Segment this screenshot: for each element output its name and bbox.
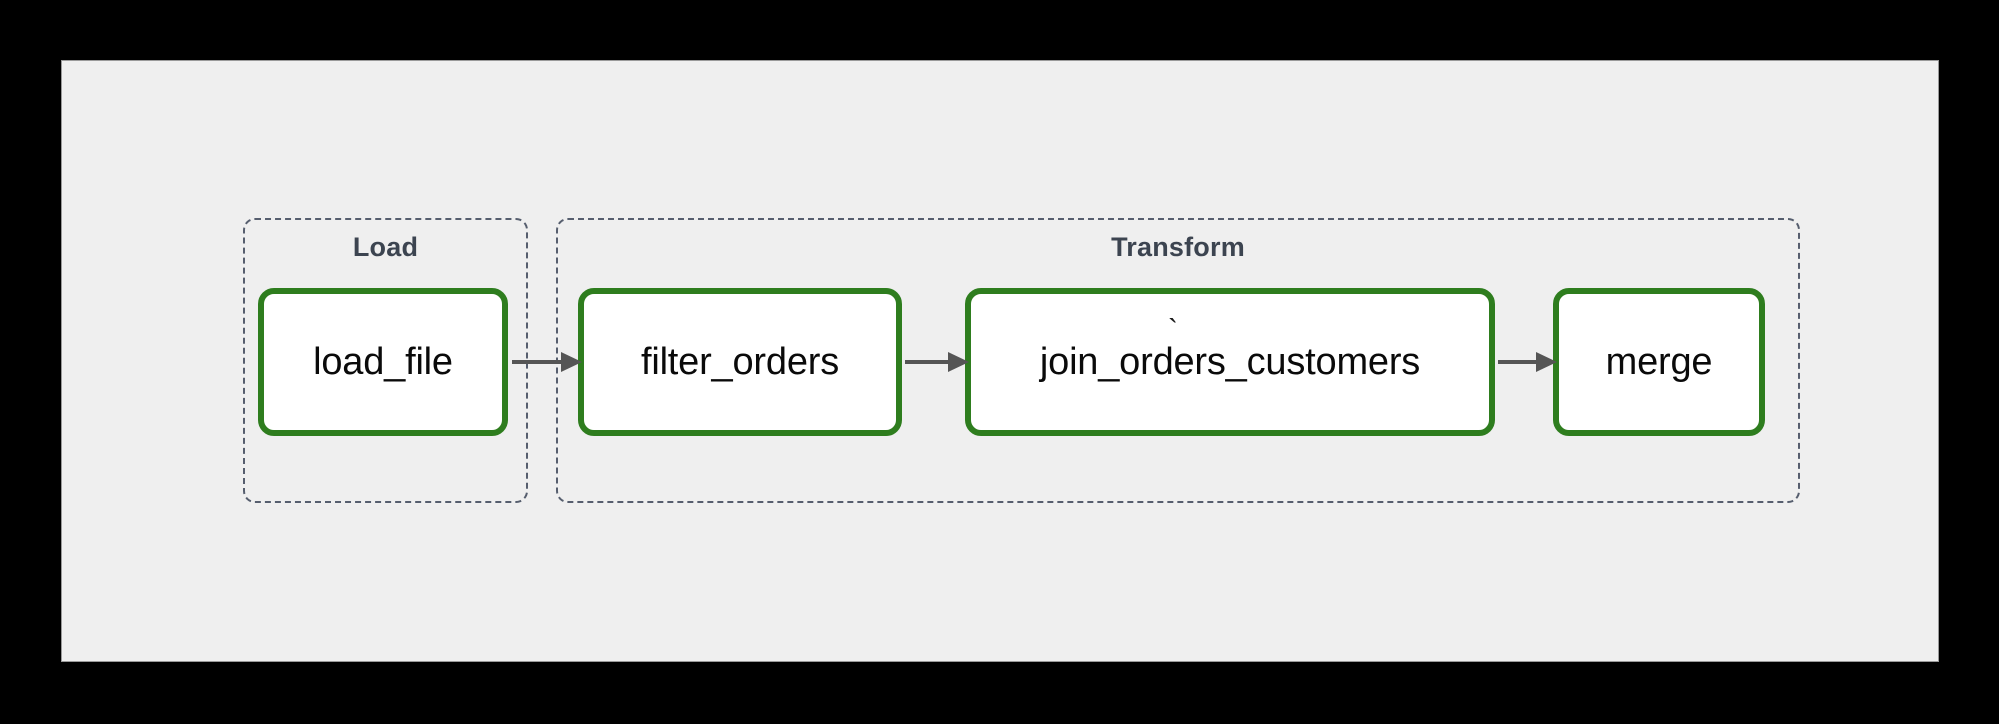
node-join-orders-customers-label: join_orders_customers — [1039, 341, 1421, 383]
edge-join-orders-customers-to-merge — [1498, 352, 1557, 372]
edge-line — [512, 360, 564, 364]
edge-filter-orders-to-join-orders-customers — [905, 352, 969, 372]
diagram-canvas[interactable]: Load Transform load_file filter_orders j… — [62, 61, 1938, 661]
arrowhead-icon — [561, 352, 582, 372]
node-filter-orders-label: filter_orders — [640, 341, 840, 383]
node-merge-label: merge — [1605, 341, 1713, 383]
stray-caret-artifact: ` — [1168, 314, 1178, 347]
node-load-file[interactable]: load_file — [258, 288, 508, 436]
edge-load-file-to-filter-orders — [512, 352, 582, 372]
edge-line — [905, 360, 951, 364]
cluster-load-label: Load — [352, 232, 419, 262]
node-merge[interactable]: merge — [1553, 288, 1765, 436]
node-load-file-label: load_file — [313, 341, 453, 383]
cluster-transform-label: Transform — [1111, 232, 1245, 262]
arrowhead-icon — [948, 352, 969, 372]
node-filter-orders[interactable]: filter_orders — [578, 288, 902, 436]
node-join-orders-customers[interactable]: join_orders_customers — [965, 288, 1495, 436]
arrowhead-icon — [1536, 352, 1557, 372]
edge-line — [1498, 360, 1539, 364]
